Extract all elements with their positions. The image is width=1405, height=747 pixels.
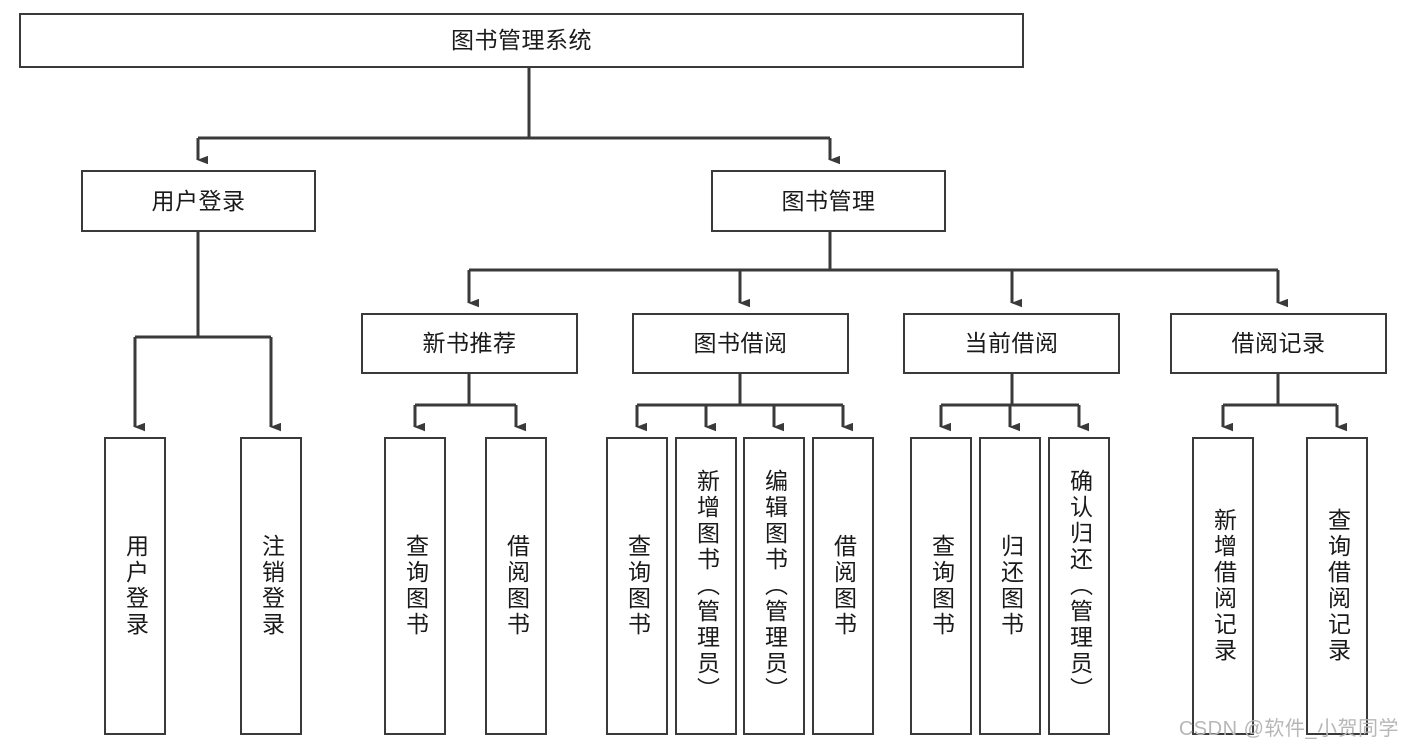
node-label: 确认归还（管理员） xyxy=(1066,469,1093,703)
leaf-borrow-book-new[interactable]: 借阅图书 xyxy=(485,437,547,735)
node-label: 图书借阅 xyxy=(693,330,788,357)
leaf-query-book-current[interactable]: 查询图书 xyxy=(910,437,972,735)
node-label: 图书管理系统 xyxy=(451,27,592,54)
leaf-add-book-admin[interactable]: 新增图书（管理员） xyxy=(675,437,737,735)
node-label: 查询借阅记录 xyxy=(1324,508,1351,664)
node-current-borrow[interactable]: 当前借阅 xyxy=(903,313,1120,374)
node-label: 新增图书（管理员） xyxy=(693,469,720,703)
node-label: 借阅图书 xyxy=(830,534,857,638)
node-label: 当前借阅 xyxy=(964,330,1059,357)
node-label: 新书推荐 xyxy=(422,330,517,357)
node-label: 用户登录 xyxy=(151,187,246,214)
node-label: 图书管理 xyxy=(781,187,876,214)
node-label: 查询图书 xyxy=(402,534,429,638)
node-label: 查询图书 xyxy=(624,534,651,638)
node-label: 查询图书 xyxy=(928,534,955,638)
node-book-borrow[interactable]: 图书借阅 xyxy=(632,313,849,374)
leaf-query-book-new[interactable]: 查询图书 xyxy=(384,437,446,735)
node-label: 借阅图书 xyxy=(503,534,530,638)
leaf-edit-book-admin[interactable]: 编辑图书（管理员） xyxy=(743,437,805,735)
node-root-book-management-system[interactable]: 图书管理系统 xyxy=(19,13,1024,68)
node-label: 用户登录 xyxy=(122,534,149,638)
leaf-logout[interactable]: 注销登录 xyxy=(240,437,302,735)
node-label: 新增借阅记录 xyxy=(1210,508,1237,664)
leaf-confirm-return-admin[interactable]: 确认归还（管理员） xyxy=(1048,437,1110,735)
node-label: 编辑图书（管理员） xyxy=(761,469,788,703)
node-book-management[interactable]: 图书管理 xyxy=(711,170,946,232)
leaf-user-login[interactable]: 用户登录 xyxy=(104,437,166,735)
node-borrow-record[interactable]: 借阅记录 xyxy=(1170,313,1387,374)
node-user-login[interactable]: 用户登录 xyxy=(81,170,316,232)
leaf-borrow-book[interactable]: 借阅图书 xyxy=(812,437,874,735)
node-label: 归还图书 xyxy=(997,534,1024,638)
node-new-book-recommend[interactable]: 新书推荐 xyxy=(361,313,578,374)
leaf-return-book[interactable]: 归还图书 xyxy=(979,437,1041,735)
leaf-query-book-borrow[interactable]: 查询图书 xyxy=(606,437,668,735)
leaf-query-borrow-record[interactable]: 查询借阅记录 xyxy=(1306,437,1368,735)
node-label: 借阅记录 xyxy=(1231,330,1326,357)
node-label: 注销登录 xyxy=(258,534,285,638)
leaf-add-borrow-record[interactable]: 新增借阅记录 xyxy=(1192,437,1254,735)
